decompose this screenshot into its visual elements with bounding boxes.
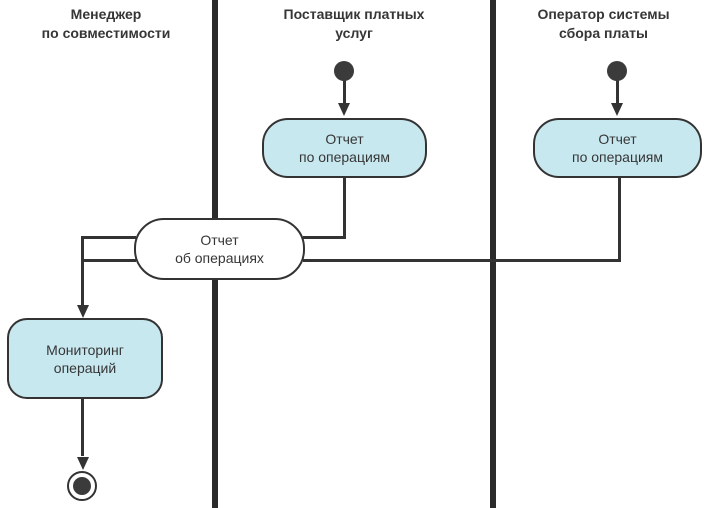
activity-label-line: по операциям [298,149,391,165]
flow-object-out-top [81,236,136,239]
lane-title-line: Поставщик платных [283,6,425,22]
arrowhead-down-icon [338,103,350,116]
object-label-line: об операциях [175,250,264,266]
flow-to-final-vertical [81,398,84,456]
flow-operator-report-horizontal [303,259,621,262]
activity-label-line: Мониторинг [46,341,124,358]
flow-start-provider [343,80,346,104]
lane-title-line: сбора платы [559,25,648,41]
lane-title-line: Менеджер [70,6,142,22]
lane-title-line: по совместимости [41,25,171,41]
object-label-line: Отчет [200,232,239,248]
object-node-report: Отчет об операциях [134,218,305,280]
activity-label-line: Отчет [325,131,364,147]
activity-monitoring: Мониторинг операций [7,318,163,399]
start-node-provider [334,61,354,81]
activity-label-line: Отчет [598,131,637,147]
lane-title-line: Оператор системы [537,6,670,22]
activity-report-operator: Отчет по операциям [533,118,702,178]
flow-provider-report-horizontal [303,236,346,239]
flow-provider-report-vertical [343,178,346,239]
start-node-operator [607,61,627,81]
swimlane-divider-2 [490,0,496,508]
activity-label-line: по операциям [571,149,664,165]
activity-label-line: операций [53,359,117,376]
flow-to-monitoring-vertical [81,236,84,306]
flow-operator-report-vertical [618,178,621,262]
arrowhead-down-icon [77,305,89,318]
final-node-core [73,477,91,495]
flow-start-operator [616,80,619,104]
arrowhead-down-icon [611,103,623,116]
flow-object-out-bottom [81,259,136,262]
lane-title-line: услуг [335,25,373,41]
arrowhead-down-icon [77,457,89,470]
lane-title-manager: Менеджер по совместимости [0,5,212,43]
lane-title-operator: Оператор системы сбора платы [500,5,707,43]
activity-report-provider: Отчет по операциям [262,118,427,178]
lane-title-provider: Поставщик платных услуг [219,5,489,43]
